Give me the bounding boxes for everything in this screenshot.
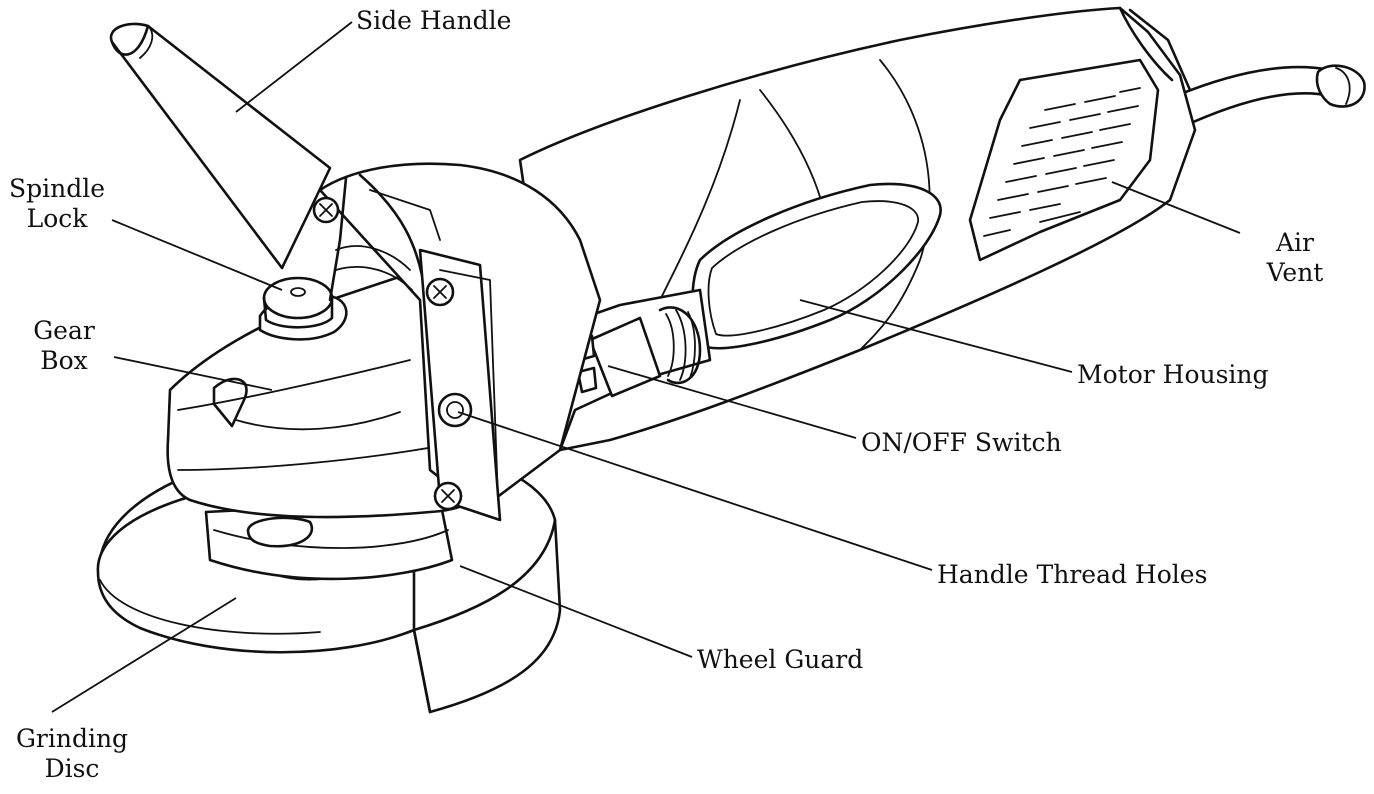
- leader-gear-box: [113, 356, 273, 391]
- leader-grinding-disc: [51, 597, 237, 713]
- leader-motor-housing: [799, 299, 1073, 373]
- label-motor-housing: Motor Housing: [1077, 360, 1269, 389]
- leader-air-vent: [1111, 181, 1241, 234]
- label-grinding-disc: Grinding Disc: [0, 724, 144, 784]
- label-gear-box-line2: Box: [40, 346, 88, 375]
- label-spindle-lock-line1: Spindle: [8, 174, 106, 203]
- leader-lines: [51, 21, 1241, 713]
- leader-wheel-guard: [459, 565, 693, 658]
- label-wheel-guard: Wheel Guard: [697, 645, 864, 674]
- label-air-vent-line1: Air: [1275, 228, 1314, 257]
- label-air-vent-line2: Vent: [1266, 258, 1324, 287]
- label-air-vent: Air Vent: [1250, 228, 1340, 288]
- label-grinding-disc-line2: Disc: [44, 754, 100, 783]
- label-gear-box: Gear Box: [14, 316, 114, 376]
- label-grinding-disc-line1: Grinding: [15, 724, 129, 753]
- head-casting: [318, 162, 602, 522]
- leader-on-off-switch: [607, 365, 857, 439]
- screws: [312, 196, 473, 511]
- spindle-collar: [204, 498, 454, 581]
- label-handle-thread-holes: Handle Thread Holes: [937, 560, 1208, 589]
- side-handle: [109, 22, 332, 270]
- label-on-off-switch: ON/OFF Switch: [861, 428, 1062, 457]
- leader-spindle-lock: [111, 219, 283, 291]
- leader-side-handle: [235, 21, 353, 113]
- label-spindle-lock-line2: Lock: [26, 204, 88, 233]
- leader-handle-thread-holes: [457, 411, 933, 571]
- air-vent: [968, 58, 1160, 262]
- power-cord: [1176, 64, 1366, 130]
- label-side-handle: Side Handle: [356, 6, 512, 35]
- label-spindle-lock: Spindle Lock: [2, 174, 112, 234]
- label-gear-box-line1: Gear: [33, 316, 95, 345]
